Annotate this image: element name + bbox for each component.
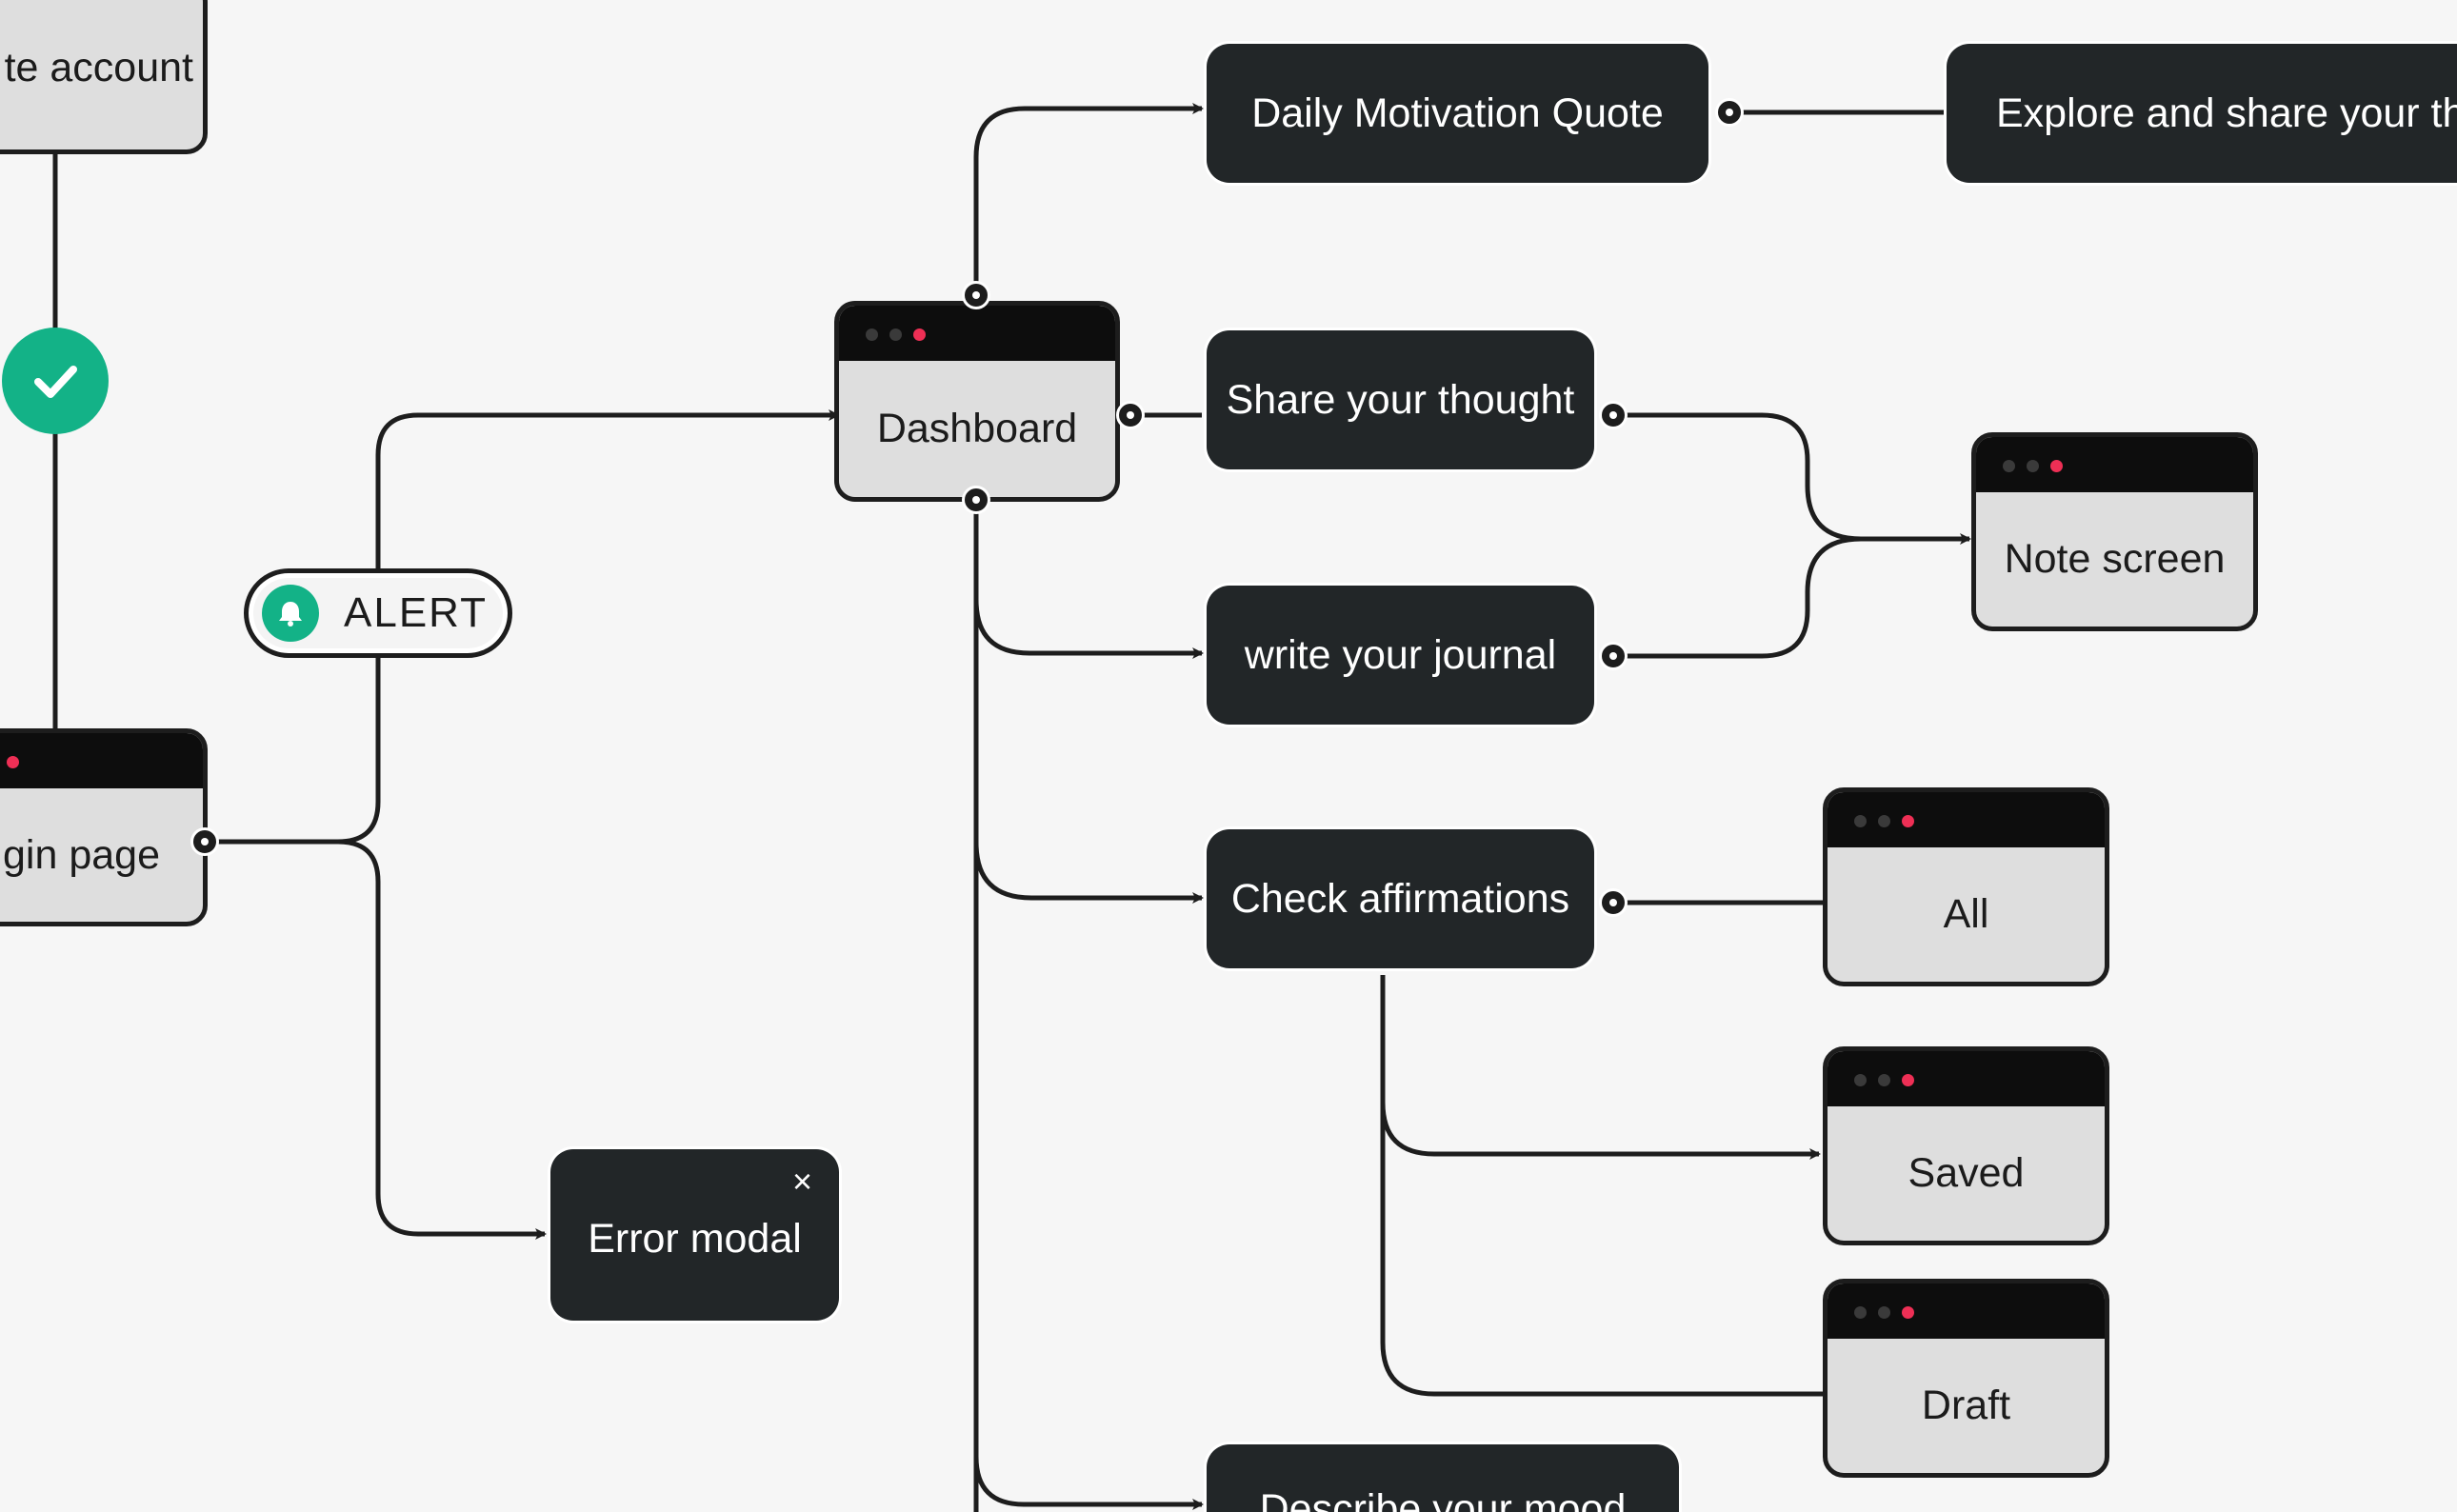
login-page-label: gin page (3, 831, 160, 878)
dashboard-node[interactable]: Dashboard (834, 301, 1120, 502)
edge-dashboard-to-mood (973, 1456, 1204, 1510)
edge-login-to-error (337, 839, 547, 1240)
all-label: All (1943, 891, 1989, 937)
port-quote-out[interactable] (1715, 98, 1744, 127)
edge-affirmations-to-draft (1380, 1095, 1823, 1397)
port-login-out[interactable] (190, 827, 219, 856)
draft-label: Draft (1921, 1383, 2011, 1428)
edge-dashboard-to-journal (973, 599, 1204, 659)
window-dot (866, 328, 878, 341)
edge-affirmations-to-saved (1380, 975, 1821, 1160)
window-titlebar (839, 306, 1115, 361)
port-dashboard-right[interactable] (1116, 401, 1145, 429)
error-modal-node[interactable]: × Error modal (550, 1149, 839, 1321)
saved-label: Saved (1908, 1150, 2025, 1196)
window-dot-red (1902, 1306, 1914, 1319)
edge-journal-to-note (1613, 536, 1862, 659)
create-account-label: te account (4, 44, 193, 90)
window-dot (1854, 815, 1867, 827)
error-modal-label: Error modal (588, 1215, 802, 1262)
alert-tag[interactable]: ALERT (244, 568, 512, 658)
create-account-node[interactable]: te account (0, 0, 208, 154)
window-dot-red (1902, 815, 1914, 827)
all-screen-node[interactable]: All (1823, 787, 2109, 986)
edge-dashboard-to-quote (973, 103, 1204, 295)
describe-mood-label: Describe your mood (1259, 1486, 1627, 1512)
window-titlebar (1828, 792, 2105, 847)
window-dot (1878, 815, 1890, 827)
check-affirmations-label: Check affirmations (1230, 875, 1570, 922)
success-check-badge (2, 328, 109, 434)
window-dot (1878, 1074, 1890, 1086)
share-thought-node[interactable]: Share your thought (1207, 330, 1594, 469)
edge-dashboard-to-affirmations (973, 842, 1204, 904)
window-titlebar (1976, 437, 2253, 492)
window-titlebar (1828, 1051, 2105, 1106)
write-journal-label: write your journal (1244, 631, 1557, 678)
port-journal-out[interactable] (1599, 642, 1628, 670)
dashboard-label: Dashboard (876, 406, 1078, 451)
login-page-node[interactable]: gin page (0, 728, 208, 926)
share-thought-label: Share your thought (1226, 376, 1575, 423)
window-dot (2003, 460, 2015, 472)
window-titlebar (0, 733, 203, 788)
write-journal-node[interactable]: write your journal (1207, 586, 1594, 725)
window-dot-red (1902, 1074, 1914, 1086)
check-affirmations-node[interactable]: Check affirmations (1207, 829, 1594, 968)
note-screen-node[interactable]: Note screen (1971, 432, 2258, 631)
window-dot (1878, 1306, 1890, 1319)
edge-share-to-note (1613, 412, 1971, 545)
window-dot-red (7, 756, 19, 768)
port-affirmations-out[interactable] (1599, 888, 1628, 917)
window-dot (1854, 1306, 1867, 1319)
check-icon (34, 366, 77, 398)
saved-screen-node[interactable]: Saved (1823, 1046, 2109, 1245)
bell-icon (279, 602, 302, 627)
describe-mood-node[interactable]: Describe your mood (1207, 1444, 1679, 1512)
port-dashboard-top[interactable] (962, 281, 990, 309)
close-icon[interactable]: × (791, 1162, 812, 1201)
window-dot (2027, 460, 2039, 472)
alert-label: ALERT (344, 589, 489, 636)
note-screen-label: Note screen (2004, 536, 2226, 582)
window-dot (889, 328, 902, 341)
explore-share-node[interactable]: Explore and share your th (1947, 44, 2457, 183)
window-dot (1854, 1074, 1867, 1086)
daily-motivation-quote-label: Daily Motivation Quote (1251, 90, 1664, 136)
window-dot-red (913, 328, 926, 341)
daily-motivation-quote-node[interactable]: Daily Motivation Quote (1207, 44, 1708, 183)
window-dot-red (2050, 460, 2063, 472)
explore-share-label: Explore and share your th (1996, 90, 2457, 136)
bell-icon-badge (262, 585, 319, 642)
window-titlebar (1828, 1283, 2105, 1339)
draft-screen-node[interactable]: Draft (1823, 1279, 2109, 1478)
port-dashboard-bottom[interactable] (962, 486, 990, 514)
port-share-out[interactable] (1599, 401, 1628, 429)
